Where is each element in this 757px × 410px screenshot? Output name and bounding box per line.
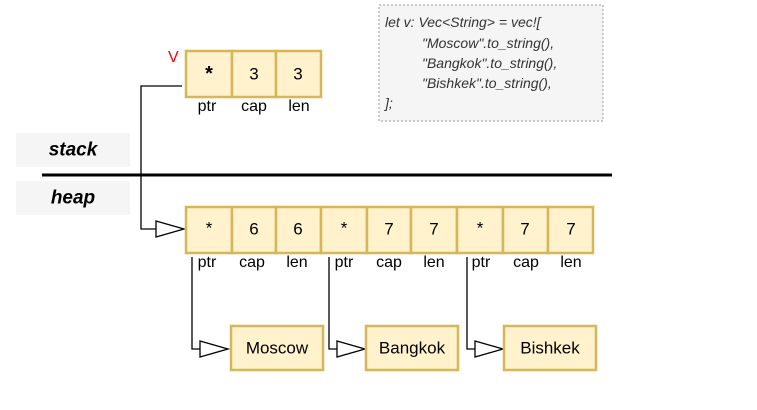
string-ptr-value: *	[477, 219, 484, 238]
string-ptr-cell	[455, 205, 505, 255]
field-label-ptr: ptr	[198, 98, 217, 115]
string-data-value: Bangkok	[379, 339, 446, 358]
string-len-value: 7	[429, 220, 438, 239]
string-len-cell	[546, 205, 595, 255]
variable-name: V	[168, 49, 179, 66]
string-data-pointer	[191, 257, 231, 358]
field-label-ptr: ptr	[472, 254, 491, 271]
vec-len-value: 3	[293, 65, 302, 84]
heap-string-0: * 6 6 ptr cap len	[184, 205, 323, 271]
string-ptr-value: *	[341, 219, 348, 238]
vec-cap-value: 3	[249, 65, 258, 84]
heap-label: heap	[51, 188, 95, 209]
field-label-len: len	[560, 254, 581, 271]
stack-label: stack	[49, 140, 99, 161]
string-data-bishkek: Bishkek	[502, 324, 598, 372]
stack-vec: * 3 3 ptr cap len	[184, 49, 323, 115]
heap-region-label: heap	[16, 181, 130, 215]
field-label-cap: cap	[513, 254, 539, 271]
field-label-len: len	[288, 98, 309, 115]
code-line: "Bangkok".to_string(),	[422, 55, 557, 71]
vec-len-cell	[274, 49, 323, 99]
string-len-value: 6	[293, 220, 302, 239]
string-cap-value: 6	[249, 220, 258, 239]
string-data-moscow: Moscow	[229, 324, 325, 372]
string-data-pointer	[466, 257, 506, 358]
string-data-pointer	[328, 257, 368, 358]
string-cap-value: 7	[384, 220, 393, 239]
field-label-cap: cap	[376, 254, 402, 271]
string-data-bangkok: Bangkok	[364, 324, 460, 372]
string-cap-cell	[230, 205, 278, 255]
stack-region-label: stack	[16, 133, 130, 167]
code-line: "Bishkek".to_string(),	[422, 75, 552, 91]
string-len-value: 7	[566, 220, 575, 239]
heap-string-2: * 7 7 ptr cap len	[455, 205, 595, 271]
string-data-value: Bishkek	[520, 339, 580, 358]
field-label-len: len	[423, 254, 444, 271]
vec-buffer-pointer	[140, 85, 187, 238]
field-label-ptr: ptr	[198, 254, 217, 271]
code-box: let v: Vec<String> = vec![ "Moscow".to_s…	[378, 4, 604, 122]
string-data-value: Moscow	[246, 339, 309, 358]
field-label-cap: cap	[239, 254, 265, 271]
vec-cap-cell	[230, 49, 278, 99]
vec-ptr-value: *	[205, 63, 213, 85]
code-line: "Moscow".to_string(),	[422, 35, 554, 51]
heap-string-1: * 7 7 ptr cap len	[319, 205, 459, 271]
string-cap-value: 7	[520, 220, 529, 239]
string-ptr-cell	[184, 205, 234, 255]
code-line: let v: Vec<String> = vec![	[385, 14, 543, 30]
field-label-len: len	[286, 254, 307, 271]
string-ptr-value: *	[206, 219, 213, 238]
field-label-cap: cap	[241, 98, 267, 115]
field-label-ptr: ptr	[335, 254, 354, 271]
code-line: ];	[383, 95, 393, 111]
